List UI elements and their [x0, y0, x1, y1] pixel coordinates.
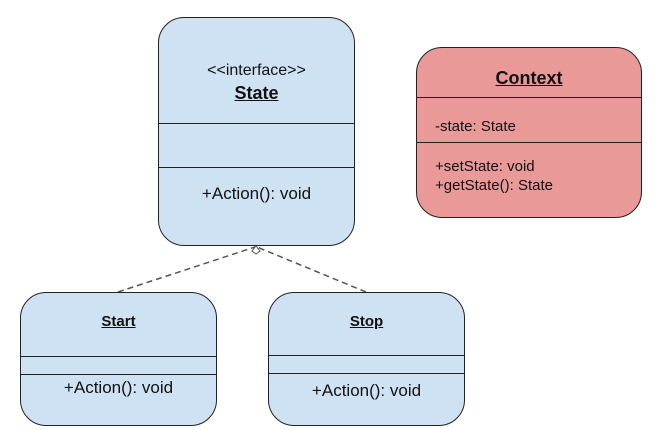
context-class-name: Context: [495, 68, 563, 88]
stop-operation: +Action(): void: [311, 381, 422, 400]
start-operation: +Action(): void: [63, 378, 174, 397]
context-operation-setstate: +setState: void: [435, 158, 535, 175]
context-divider-1: [417, 97, 641, 98]
stop-divider-2: [269, 373, 464, 374]
context-operation-getstate: +getState(): State: [435, 177, 553, 194]
start-divider-2: [21, 374, 216, 375]
state-class-name: State: [234, 83, 279, 103]
state-header: <<interface>> State: [159, 62, 354, 104]
context-attribute: -state: State: [435, 118, 516, 135]
stop-to-state-edge: [256, 246, 367, 293]
state-attributes: [159, 126, 354, 166]
start-divider-1: [21, 356, 216, 357]
start-class-name: Start: [101, 313, 136, 330]
stop-divider-1: [269, 355, 464, 356]
context-class-box: Context -state: State +setState: void +g…: [416, 47, 642, 218]
start-class-box: Start +Action(): void: [20, 292, 217, 426]
state-stereotype: <<interface>>: [207, 62, 306, 79]
start-to-state-edge: [117, 246, 256, 293]
stop-class-name: Stop: [349, 313, 384, 330]
stop-class-box: Stop +Action(): void: [268, 292, 465, 426]
realization-arrowhead-icon: [251, 245, 261, 255]
state-interface-box: <<interface>> State +Action(): void: [158, 17, 355, 246]
state-divider-2: [159, 167, 354, 168]
state-divider-1: [159, 123, 354, 124]
state-operation: +Action(): void: [201, 184, 312, 203]
context-divider-2: [417, 142, 641, 143]
